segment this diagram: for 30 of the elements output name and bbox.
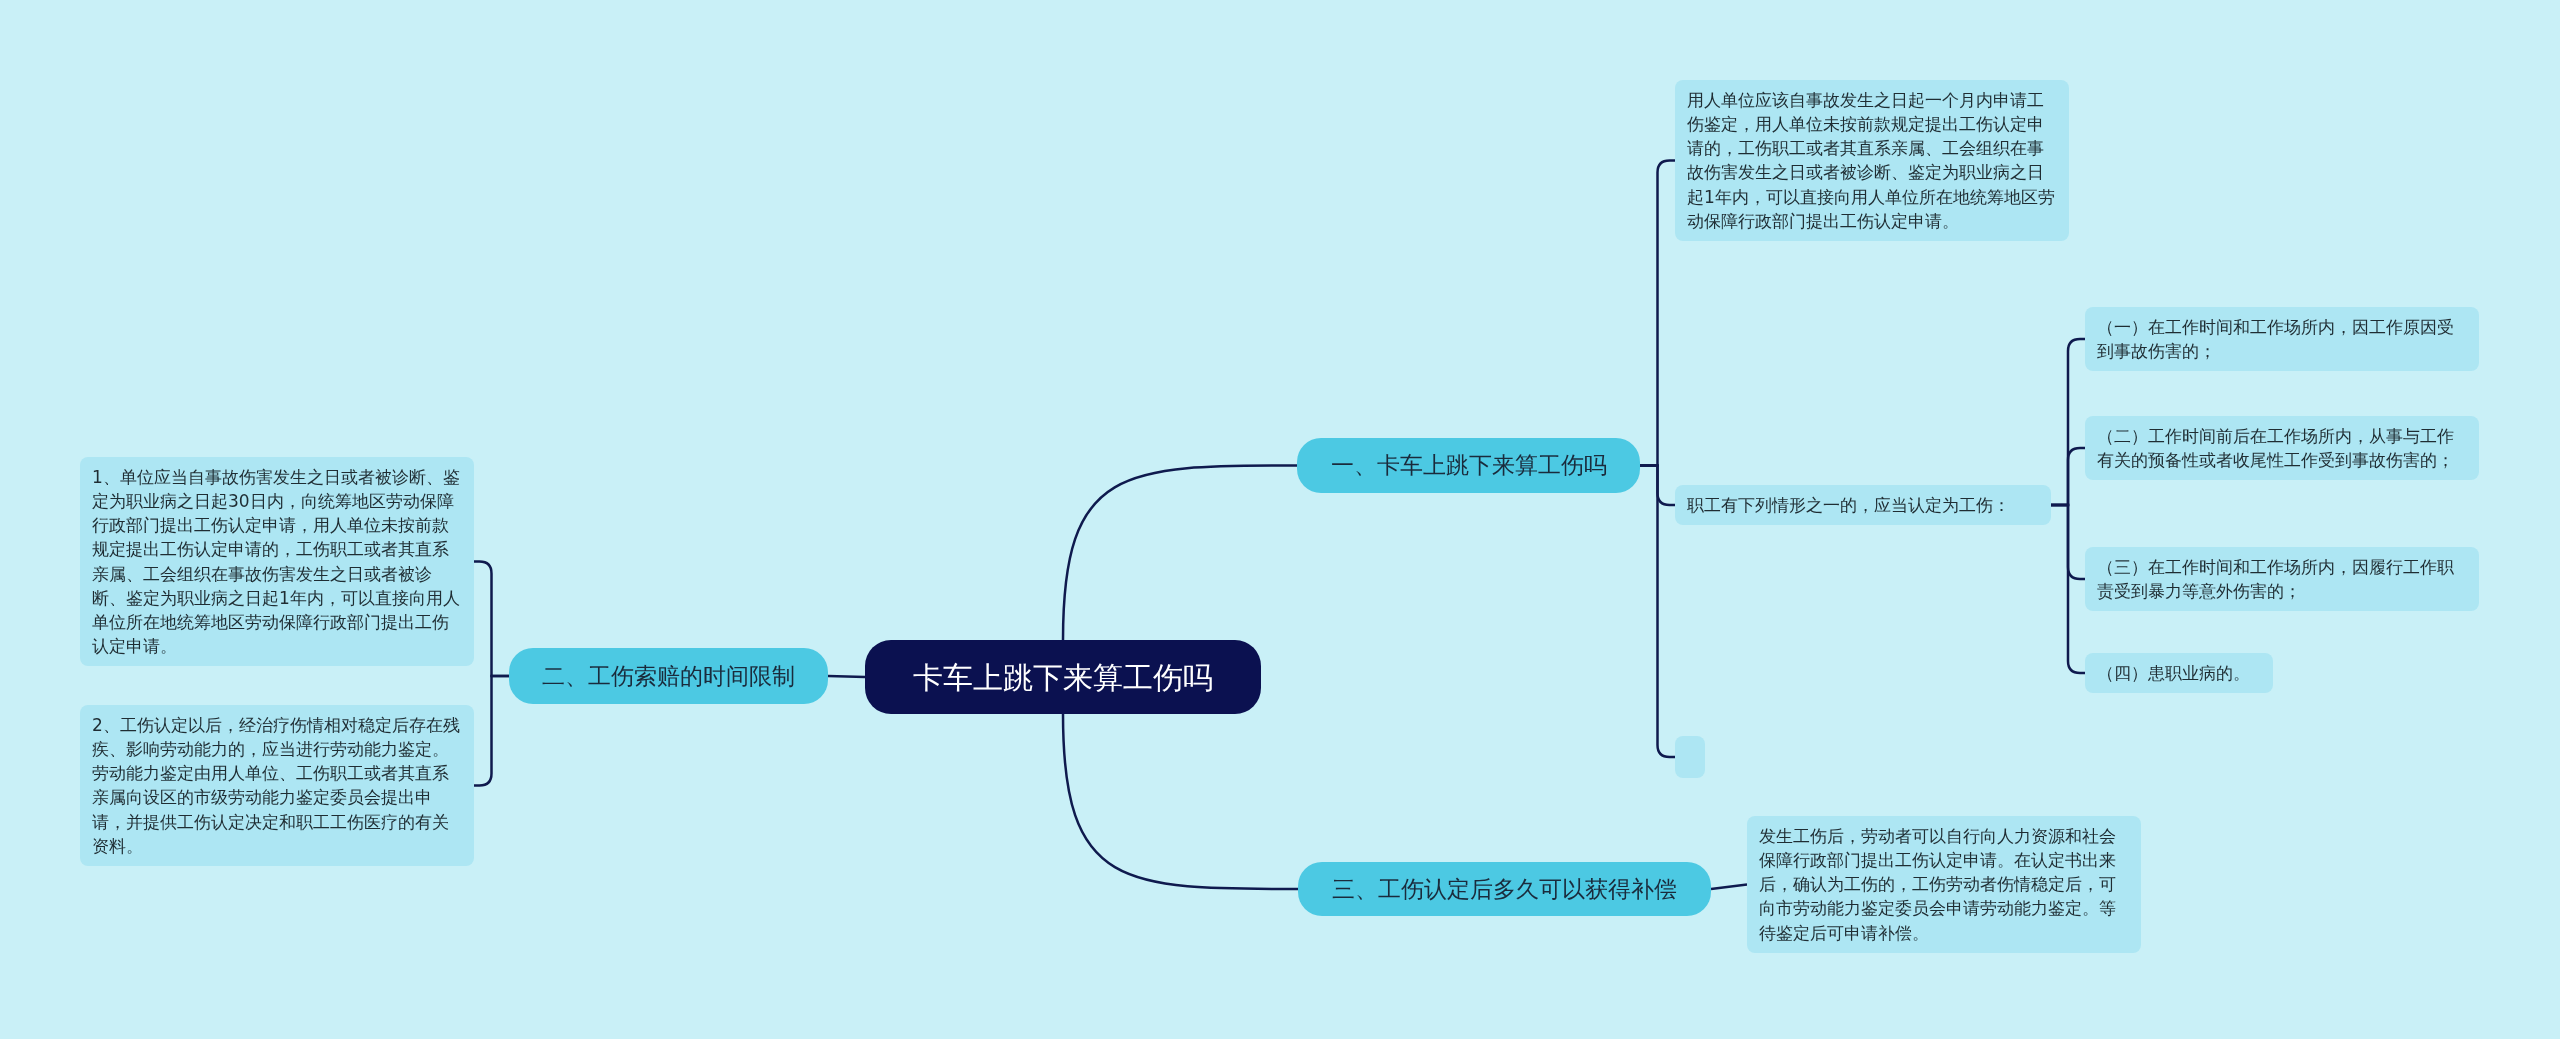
topic-text: （三）在工作时间和工作场所内，因履行工作职责受到暴力等意外伤害的； xyxy=(2097,556,2455,604)
note-box xyxy=(1747,816,2141,953)
note-box xyxy=(1675,485,2051,526)
note-box xyxy=(1675,80,2069,241)
note-box xyxy=(2085,547,2479,612)
connector-line xyxy=(1061,464,1297,641)
topic-text: 三、工伤认定后多久可以获得补偿 xyxy=(1332,874,1677,904)
central-topic xyxy=(865,640,1261,714)
branch-topic xyxy=(509,648,828,704)
note-box xyxy=(2085,416,2479,481)
topic-text: 1、单位应当自事故伤害发生之日或者被诊断、鉴定为职业病之日起30日内，向统筹地区劳动保障行政部门提出工伤认定申请，用人单位未按前款规定提出工伤认定申请的，工伤职工或者其直系亲属、工会组织在事故伤害发生之日或者被诊断、鉴定为职业病之日起1年内，可以直接向用人单位所在地统筹地区劳动保障行政部门提出工伤认定申请。 xyxy=(92,466,461,658)
topic-text: 卡车上跳下来算工伤吗 xyxy=(913,658,1213,697)
connector-line xyxy=(827,674,866,679)
branch-topic xyxy=(1297,438,1640,493)
topic-text: 二、工伤索赔的时间限制 xyxy=(542,661,795,691)
topic-text: （四）患职业病的。 xyxy=(2097,662,2251,685)
note-box xyxy=(2085,307,2479,372)
topic-text: 一、卡车上跳下来算工伤吗 xyxy=(1330,451,1607,481)
topic-text: 2、工伤认定以后，经治疗伤情相对稳定后存在残疾、影响劳动能力的，应当进行劳动能力鉴定。劳动能力鉴定由用人单位、工伤职工或者其直系亲属向设区的市级劳动能力鉴定委员会提出申请，并提供工伤认定决定和职工工伤医疗的有关资料。 xyxy=(92,714,461,858)
connector-line xyxy=(1061,713,1298,891)
note-box xyxy=(80,705,474,866)
topic-text: 职工有下列情形之一的，应当认定为工伤： xyxy=(1687,494,2011,517)
connector-line xyxy=(1710,883,1748,891)
empty-box xyxy=(1675,736,1705,778)
topic-text: 发生工伤后，劳动者可以自行向人力资源和社会保障行政部门提出工伤认定申请。在认定书出来后，确认为工伤的，工伤劳动者伤情稳定后，可向市劳动能力鉴定委员会申请劳动能力鉴定。等待鉴定后可申请补偿。 xyxy=(1759,825,2117,945)
topic-text: （二）工作时间前后在工作场所内，从事与工作有关的预备性或者收尾性工作受到事故伤害的； xyxy=(2097,425,2455,473)
branch-topic xyxy=(1298,862,1711,916)
topic-text: （一）在工作时间和工作场所内，因工作原因受到事故伤害的； xyxy=(2097,316,2455,364)
topic-text: 用人单位应该自事故发生之日起一个月内申请工伤鉴定，用人单位未按前款规定提出工伤认定申请的，工伤职工或者其直系亲属、工会组织在事故伤害发生之日或者被诊断、鉴定为职业病之日起1年内，可以直接向用人单位所在地统筹地区劳动保障行政部门提出工伤认定申请。 xyxy=(1687,89,2056,233)
note-box xyxy=(2085,653,2273,694)
